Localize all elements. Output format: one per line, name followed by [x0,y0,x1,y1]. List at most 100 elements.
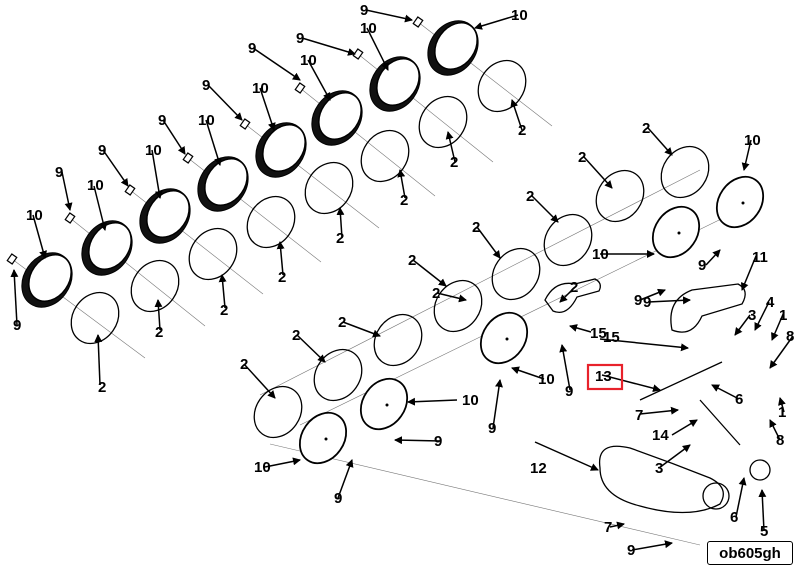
callout-leader [601,374,661,393]
manifold-pipe [598,445,724,514]
callout-leader [342,321,381,338]
callout-leader [207,84,243,121]
callout-leader [639,288,666,301]
callout-leader [769,419,781,441]
callout-label: 2 [240,356,248,373]
centerline [269,443,701,546]
port-flange [21,252,73,308]
callout-leader [243,363,276,399]
callout-leader [583,156,613,189]
callout-leader [569,324,592,333]
callout-leader [609,521,625,530]
callout-label: 10 [26,207,43,224]
callout-leader [531,195,559,223]
port-gasket [304,161,354,215]
callout-label: 11 [752,249,768,266]
callout-leader [296,334,326,363]
callout-leader [511,366,545,380]
callout-label: 9 [627,542,635,559]
callout-leader [639,406,679,415]
port-flange [197,156,249,212]
callout-label: 10 [538,371,555,388]
knob [749,459,771,481]
callout-leader [711,384,740,400]
callout-leader [741,139,752,171]
mounting-screw [182,152,194,164]
callout-label: 5 [760,523,768,540]
callout-label: 1 [778,404,786,421]
callout-label: 9 [698,257,706,274]
centerline [259,169,701,396]
port-gasket [313,348,363,402]
callout-leader [658,444,691,469]
callout-label: 2 [526,188,534,205]
callout-label: 10 [462,392,479,409]
callout-leader [734,314,751,336]
callout-leader [778,397,786,413]
callout-leader [10,269,19,326]
cover-plate [298,411,348,465]
highlight-box [586,363,624,391]
bracket [639,361,723,401]
callout-label: 3 [655,460,663,477]
callout-label: 2 [518,122,526,139]
callout-label: 2 [98,379,106,396]
mounting-screw [239,118,251,130]
callout-label: 10 [254,459,271,476]
callout-leader [394,436,442,445]
mounting-screw [124,184,136,196]
callout-label: 10 [511,7,528,24]
link-arm [699,399,741,446]
elbow-fitting [670,283,746,333]
port-gasket [360,129,410,183]
callout-label: 15 [590,325,607,342]
callout-leader [771,311,785,341]
port-gasket [660,145,710,199]
cover-plate [715,175,765,229]
callout-label: 2 [578,149,586,166]
callout-label: 12 [530,460,547,477]
callout-leader [336,207,345,239]
callout-label: 4 [766,294,775,311]
mounting-screw [6,253,18,265]
callout-leader [407,397,458,406]
callout-leader [445,131,456,163]
port-gasket [253,385,303,439]
callout-label: 9 [13,317,21,334]
callout-leader [61,171,73,211]
port-gasket [246,195,296,249]
callout-label: 2 [338,314,346,331]
callout-label: 2 [278,269,286,286]
callout-label: 8 [786,328,794,345]
callout-label: 10 [300,52,317,69]
port-gasket [491,247,541,301]
callout-label: 3 [748,307,756,324]
callout-leader [307,59,331,101]
callout-label: 9 [248,40,256,57]
mounting-screw [412,16,424,28]
callout-leader [671,419,698,436]
callout-label: 8 [776,432,784,449]
callout-leader [301,37,356,56]
callout-label: 9 [55,164,63,181]
callout-label: 2 [432,285,440,302]
callout-leader [337,459,354,499]
callout-leader [264,457,301,468]
callout-leader [32,214,47,259]
callout-leader [94,334,103,386]
callout-label: 9 [643,294,651,311]
callout-label: 10 [87,177,104,194]
port-gasket [477,59,527,113]
pipe-outlet [702,482,730,510]
callout-leader [769,335,794,369]
callout-label: 2 [642,120,650,137]
callout-label: 6 [730,509,738,526]
port-flange [311,90,363,146]
callout-label: 9 [296,30,304,47]
mounting-screw [294,82,306,94]
port-flange [369,56,421,112]
callout-label: 2 [400,192,408,209]
callout-label: 9 [634,292,642,309]
callout-leader [758,489,767,532]
